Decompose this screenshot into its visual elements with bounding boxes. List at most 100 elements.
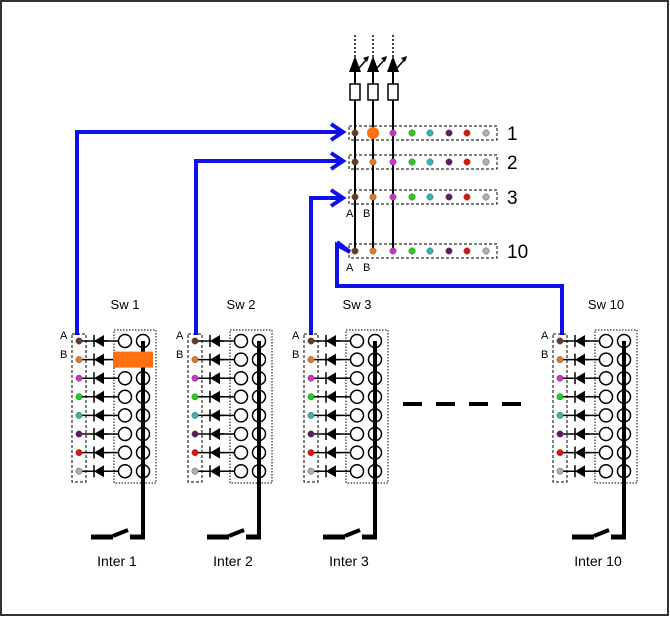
led-dot[interactable] xyxy=(445,193,453,201)
led-dot[interactable] xyxy=(482,129,490,137)
bus-arrow-icon xyxy=(329,122,347,142)
led-dot[interactable] xyxy=(369,193,377,201)
led-dot[interactable] xyxy=(426,193,434,201)
led-dot[interactable] xyxy=(408,129,416,137)
connector-pin[interactable] xyxy=(117,463,133,479)
diode-icon xyxy=(326,446,336,459)
led-dot[interactable] xyxy=(369,158,377,166)
switch-led-dot xyxy=(191,467,199,475)
diode-icon xyxy=(326,372,336,385)
connector-pin[interactable] xyxy=(598,333,614,349)
led-dot[interactable] xyxy=(351,158,359,166)
switch-label-b: B xyxy=(541,349,548,361)
connector-pin[interactable] xyxy=(233,426,249,442)
connector-pin[interactable] xyxy=(598,445,614,460)
led-dot[interactable] xyxy=(351,193,359,201)
led-dot[interactable] xyxy=(445,247,453,255)
switch-led-dot xyxy=(75,449,83,457)
row-label: 1 xyxy=(507,124,518,145)
switch-led-dot xyxy=(191,337,199,345)
connector-pin[interactable] xyxy=(598,370,614,386)
resistor-icon xyxy=(367,83,379,101)
connector-pin[interactable] xyxy=(233,408,249,423)
row-label: 2 xyxy=(507,153,518,174)
led-dot[interactable] xyxy=(389,247,397,255)
connector-pin[interactable] xyxy=(598,408,614,423)
connector-pin[interactable] xyxy=(233,333,249,349)
connector-pin[interactable] xyxy=(349,408,365,423)
led-dot[interactable] xyxy=(482,158,490,166)
connector-pin[interactable] xyxy=(598,463,614,479)
led-dot[interactable] xyxy=(445,158,453,166)
diode-icon xyxy=(94,390,104,403)
connector-pin[interactable] xyxy=(233,463,249,479)
connector-pin[interactable] xyxy=(598,426,614,442)
connector-pin[interactable] xyxy=(349,370,365,386)
led-dot[interactable] xyxy=(463,158,471,166)
led-dot[interactable] xyxy=(426,158,434,166)
connector-pin[interactable] xyxy=(349,333,365,349)
led-dot[interactable] xyxy=(389,158,397,166)
led-dot[interactable] xyxy=(463,129,471,137)
switch-led-dot xyxy=(307,430,315,438)
diode-icon xyxy=(210,428,220,440)
led-dot[interactable] xyxy=(351,129,359,137)
switch-led-dot xyxy=(556,411,564,419)
led-dot[interactable] xyxy=(463,193,471,201)
connector-pin[interactable] xyxy=(117,370,133,386)
resistor-icon xyxy=(349,83,361,101)
switch-led-dot xyxy=(75,393,83,401)
led-dot[interactable] xyxy=(408,247,416,255)
led-row-box xyxy=(348,189,498,205)
connector-pin[interactable] xyxy=(117,389,133,405)
switch-led-dot xyxy=(556,449,564,457)
led-dot[interactable] xyxy=(408,193,416,201)
connector-pin[interactable] xyxy=(598,389,614,405)
connector-pin[interactable] xyxy=(233,370,249,386)
connector-pin[interactable] xyxy=(349,352,365,367)
connector-pin[interactable] xyxy=(233,389,249,405)
connector-pin[interactable] xyxy=(349,463,365,479)
switch-led-dot xyxy=(307,393,315,401)
connector-pin[interactable] xyxy=(233,445,249,460)
connector-pin[interactable] xyxy=(117,333,133,349)
led-dot[interactable] xyxy=(351,247,359,255)
diode-icon xyxy=(575,446,585,459)
switch-label-a: A xyxy=(60,330,68,342)
led-dot[interactable] xyxy=(389,129,397,137)
bus-line-sw1 xyxy=(75,130,343,335)
led-dot[interactable] xyxy=(463,247,471,255)
switch-label: Sw 1 xyxy=(111,297,140,312)
connector-pin[interactable] xyxy=(349,445,365,460)
connector-pin[interactable] xyxy=(598,352,614,367)
switch-led-dot xyxy=(307,356,315,364)
connector-pin[interactable] xyxy=(117,408,133,423)
connector-pin[interactable] xyxy=(349,426,365,442)
inter-label: Inter 2 xyxy=(213,553,253,569)
led-dot[interactable] xyxy=(426,247,434,255)
bus-arrow-icon xyxy=(329,151,347,171)
led-dot[interactable] xyxy=(482,247,490,255)
led-dot[interactable] xyxy=(426,129,434,137)
diode-icon xyxy=(94,409,104,422)
led-dot[interactable] xyxy=(445,129,453,137)
led-dot[interactable] xyxy=(369,247,377,255)
led-dot[interactable] xyxy=(389,193,397,201)
led-dot-active[interactable] xyxy=(367,127,379,139)
switch-led-dot xyxy=(556,467,564,475)
led-column-box xyxy=(71,333,87,483)
diode-icon xyxy=(210,409,220,422)
connector-pin[interactable] xyxy=(117,426,133,442)
switch-led-dot xyxy=(75,467,83,475)
connector-pin[interactable] xyxy=(117,445,133,460)
row-label-a: A xyxy=(346,262,354,274)
switch-led-dot xyxy=(75,337,83,345)
switch-led-dot xyxy=(191,374,199,382)
connector-pin[interactable] xyxy=(349,389,365,405)
connector-pin[interactable] xyxy=(233,352,249,367)
emit-arrowhead-icon xyxy=(401,56,407,62)
led-row-box xyxy=(348,154,498,170)
led-dot[interactable] xyxy=(408,158,416,166)
led-dot[interactable] xyxy=(482,193,490,201)
